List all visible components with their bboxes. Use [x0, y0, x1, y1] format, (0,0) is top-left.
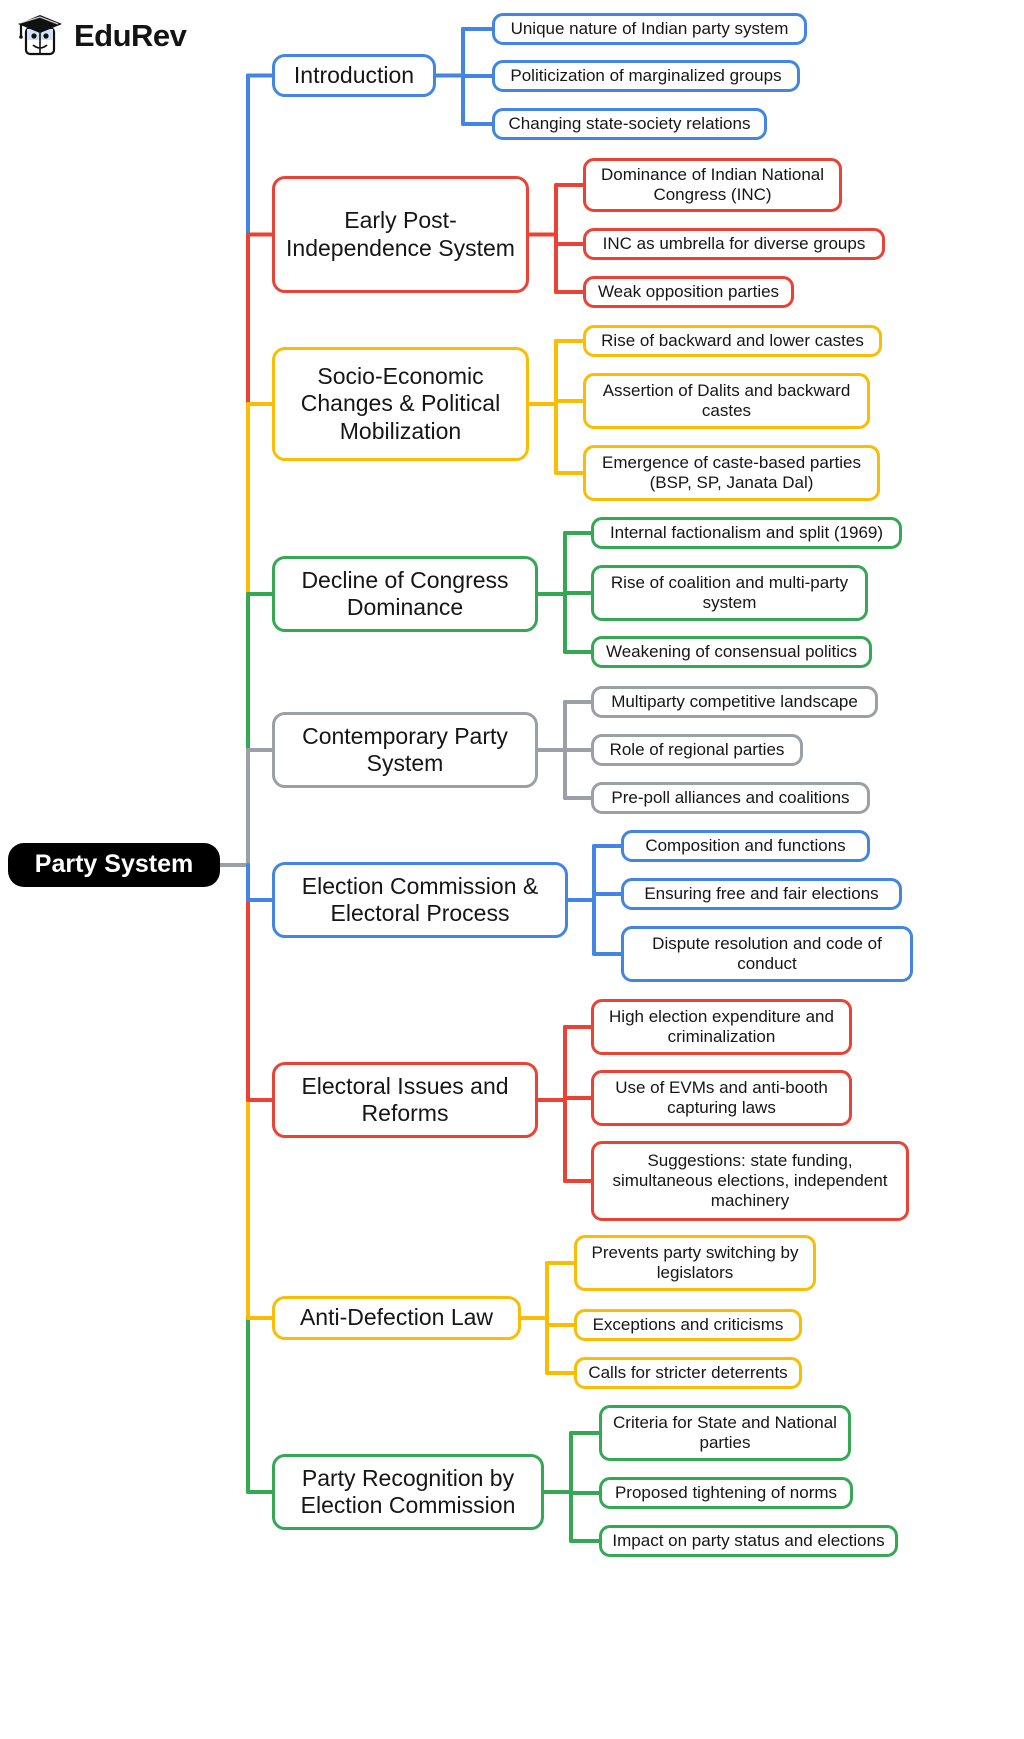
leaf-node-4-0-label: Multiparty competitive landscape: [611, 691, 858, 711]
branch-node-1[interactable]: Early Post-Independence System: [272, 176, 529, 293]
branch-node-1-label: Early Post-Independence System: [286, 207, 515, 261]
branch-node-5[interactable]: Election Commission & Electoral Process: [272, 862, 568, 938]
leaf-node-6-0-label: High election expenditure and criminaliz…: [609, 1006, 834, 1046]
branch-node-4[interactable]: Contemporary Party System: [272, 712, 538, 788]
root-node-party-system-label: Party System: [34, 850, 194, 879]
leaf-node-0-0[interactable]: Unique nature of Indian party system: [492, 13, 807, 45]
branch-node-8[interactable]: Party Recognition by Election Commission: [272, 1454, 544, 1530]
leaf-node-4-1-label: Role of regional parties: [609, 739, 785, 759]
leaf-node-1-2-label: Weak opposition parties: [597, 281, 780, 301]
edurev-wordmark: EduRev: [74, 18, 187, 53]
leaf-node-3-1-label: Rise of coalition and multi-party system: [610, 572, 849, 612]
branch-node-3[interactable]: Decline of Congress Dominance: [272, 556, 538, 632]
leaf-node-5-1[interactable]: Ensuring free and fair elections: [621, 878, 902, 910]
leaf-node-2-2[interactable]: Emergence of caste-based parties (BSP, S…: [583, 445, 880, 501]
leaf-node-1-2[interactable]: Weak opposition parties: [583, 276, 794, 308]
leaf-node-6-1-label: Use of EVMs and anti-booth capturing law…: [615, 1077, 828, 1117]
branch-node-2-label: Socio-Economic Changes & Political Mobil…: [300, 363, 501, 444]
leaf-node-7-2-label: Calls for stricter deterrents: [588, 1362, 788, 1382]
leaf-node-7-0[interactable]: Prevents party switching by legislators: [574, 1235, 816, 1291]
leaf-node-5-2[interactable]: Dispute resolution and code of conduct: [621, 926, 913, 982]
leaf-node-8-2[interactable]: Impact on party status and elections: [599, 1525, 898, 1557]
leaf-node-1-0[interactable]: Dominance of Indian National Congress (I…: [583, 158, 842, 212]
edurev-logo: EduRev: [14, 12, 187, 60]
leaf-node-0-2[interactable]: Changing state-society relations: [492, 108, 767, 140]
leaf-node-1-1-label: INC as umbrella for diverse groups: [602, 233, 866, 253]
leaf-node-8-1-label: Proposed tightening of norms: [614, 1482, 838, 1502]
branch-node-5-label: Election Commission & Electoral Process: [301, 872, 539, 926]
leaf-node-4-2-label: Pre-poll alliances and coalitions: [611, 787, 850, 807]
leaf-node-1-1[interactable]: INC as umbrella for diverse groups: [583, 228, 885, 260]
leaf-node-2-1[interactable]: Assertion of Dalits and backward castes: [583, 373, 870, 429]
leaf-node-6-1[interactable]: Use of EVMs and anti-booth capturing law…: [591, 1070, 852, 1126]
branch-node-6-label: Electoral Issues and Reforms: [301, 1072, 509, 1126]
leaf-node-5-0-label: Composition and functions: [645, 835, 846, 855]
branch-node-8-label: Party Recognition by Election Commission: [300, 1464, 516, 1518]
leaf-node-3-1[interactable]: Rise of coalition and multi-party system: [591, 565, 868, 621]
branch-node-7[interactable]: Anti-Defection Law: [272, 1296, 521, 1340]
leaf-node-0-0-label: Unique nature of Indian party system: [510, 18, 789, 38]
branch-node-0[interactable]: Introduction: [272, 54, 436, 97]
leaf-node-2-1-label: Assertion of Dalits and backward castes: [602, 380, 851, 420]
leaf-node-4-2[interactable]: Pre-poll alliances and coalitions: [591, 782, 870, 814]
leaf-node-0-1[interactable]: Politicization of marginalized groups: [492, 60, 800, 92]
leaf-node-8-1[interactable]: Proposed tightening of norms: [599, 1477, 853, 1509]
root-node-party-system[interactable]: Party System: [8, 843, 220, 887]
leaf-node-3-2-label: Weakening of consensual politics: [605, 641, 858, 661]
leaf-node-3-0-label: Internal factionalism and split (1969): [609, 522, 884, 542]
leaf-node-8-0-label: Criteria for State and National parties: [613, 1412, 837, 1452]
branch-node-0-label: Introduction: [293, 61, 415, 88]
leaf-node-6-0[interactable]: High election expenditure and criminaliz…: [591, 999, 852, 1055]
branch-node-2[interactable]: Socio-Economic Changes & Political Mobil…: [272, 347, 529, 461]
branch-node-6[interactable]: Electoral Issues and Reforms: [272, 1062, 538, 1138]
leaf-node-5-1-label: Ensuring free and fair elections: [644, 883, 879, 903]
branch-node-4-label: Contemporary Party System: [302, 722, 508, 776]
graduation-cap-mascot-icon: [14, 12, 66, 60]
leaf-node-8-2-label: Impact on party status and elections: [612, 1530, 885, 1550]
leaf-node-2-2-label: Emergence of caste-based parties (BSP, S…: [602, 452, 861, 492]
leaf-node-3-2[interactable]: Weakening of consensual politics: [591, 636, 872, 668]
leaf-node-6-2-label: Suggestions: state funding, simultaneous…: [612, 1150, 888, 1211]
leaf-node-3-0[interactable]: Internal factionalism and split (1969): [591, 517, 902, 549]
leaf-node-5-2-label: Dispute resolution and code of conduct: [652, 933, 882, 973]
leaf-node-1-0-label: Dominance of Indian National Congress (I…: [600, 164, 825, 204]
leaf-node-2-0-label: Rise of backward and lower castes: [601, 330, 864, 350]
leaf-node-0-1-label: Politicization of marginalized groups: [510, 65, 782, 85]
leaf-node-7-1-label: Exceptions and criticisms: [592, 1314, 784, 1334]
leaf-node-7-0-label: Prevents party switching by legislators: [591, 1242, 799, 1282]
leaf-node-4-0[interactable]: Multiparty competitive landscape: [591, 686, 878, 718]
leaf-node-6-2[interactable]: Suggestions: state funding, simultaneous…: [591, 1141, 909, 1221]
leaf-node-5-0[interactable]: Composition and functions: [621, 830, 870, 862]
leaf-node-0-2-label: Changing state-society relations: [508, 113, 751, 133]
branch-node-3-label: Decline of Congress Dominance: [301, 566, 509, 620]
leaf-node-2-0[interactable]: Rise of backward and lower castes: [583, 325, 882, 357]
branch-node-7-label: Anti-Defection Law: [299, 1304, 494, 1331]
leaf-node-7-1[interactable]: Exceptions and criticisms: [574, 1309, 802, 1341]
leaf-node-7-2[interactable]: Calls for stricter deterrents: [574, 1357, 802, 1389]
leaf-node-4-1[interactable]: Role of regional parties: [591, 734, 803, 766]
leaf-node-8-0[interactable]: Criteria for State and National parties: [599, 1405, 851, 1461]
